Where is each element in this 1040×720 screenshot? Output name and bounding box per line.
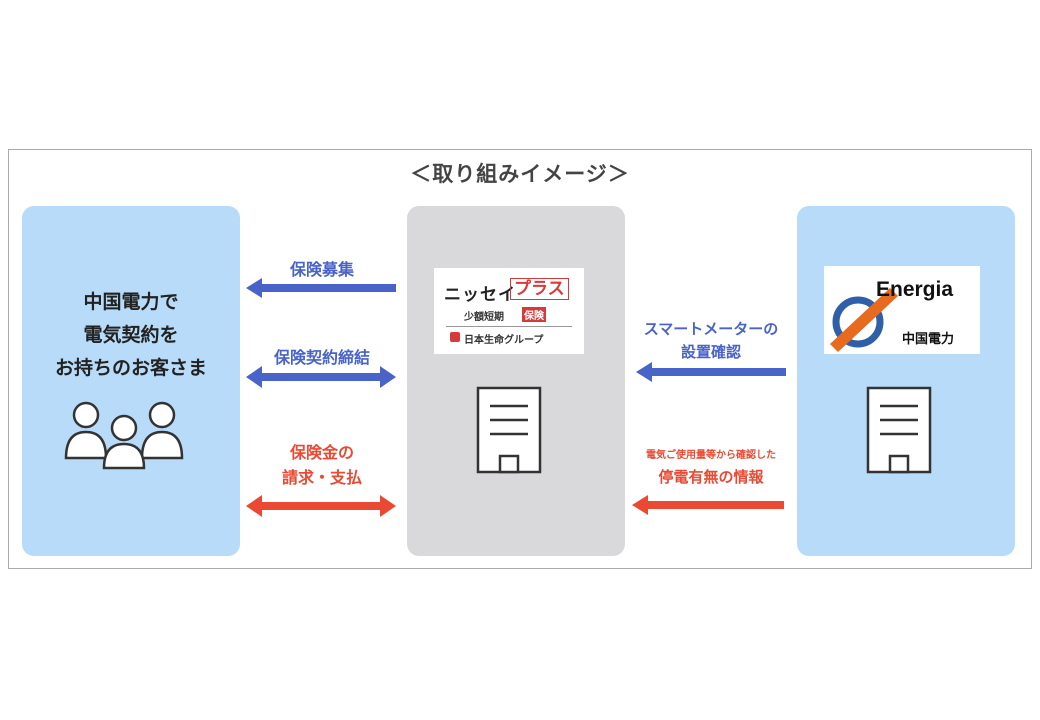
meter-label: スマートメーターの 設置確認: [643, 320, 779, 361]
customer-panel: [22, 206, 240, 556]
meter-arrow: [636, 362, 786, 382]
logo-group-text: 日本生命グループ: [464, 335, 544, 346]
logo-plus-text: プラス: [510, 278, 569, 300]
insurer-building-icon: [476, 386, 542, 474]
claim-label: 保険金の 請求・支払: [281, 443, 362, 487]
recruit-label: 保険募集: [289, 260, 354, 279]
claim-arrow: [246, 495, 396, 517]
outage-arrow: [632, 495, 784, 515]
recruit-arrow: [246, 278, 396, 298]
logo-divider: [446, 326, 572, 327]
contract-arrow: [246, 366, 396, 388]
customer-label: 中国電力で 電気契約を お持ちのお客さま: [54, 291, 207, 379]
contract-label: 保険契約締結: [273, 348, 370, 367]
diagram-title: ＜取り組みイメージ＞: [410, 162, 630, 186]
group-mark-icon: [450, 332, 460, 342]
outage-label: 停電有無の情報: [658, 468, 764, 486]
outage-small-label: 電気ご使用量等から確認した: [646, 450, 776, 461]
energia-logo: Energia 中国電力: [824, 266, 980, 354]
customers-icon: [64, 401, 184, 470]
utility-building-icon: [866, 386, 932, 474]
energia-wordmark: Energia: [876, 278, 954, 301]
logo-sub-tag: 保険: [522, 307, 546, 322]
utility-name: 中国電力: [902, 332, 955, 347]
logo-sub-text: 少額短期: [464, 312, 504, 323]
logo-main-text: ニッセイ: [444, 285, 516, 305]
nissay-plus-logo: ニッセイ プラス 少額短期 保険 日本生命グループ: [434, 268, 584, 354]
insurer-panel: [407, 206, 625, 556]
utility-panel: [797, 206, 1015, 556]
energia-swoosh-icon: [830, 288, 898, 352]
